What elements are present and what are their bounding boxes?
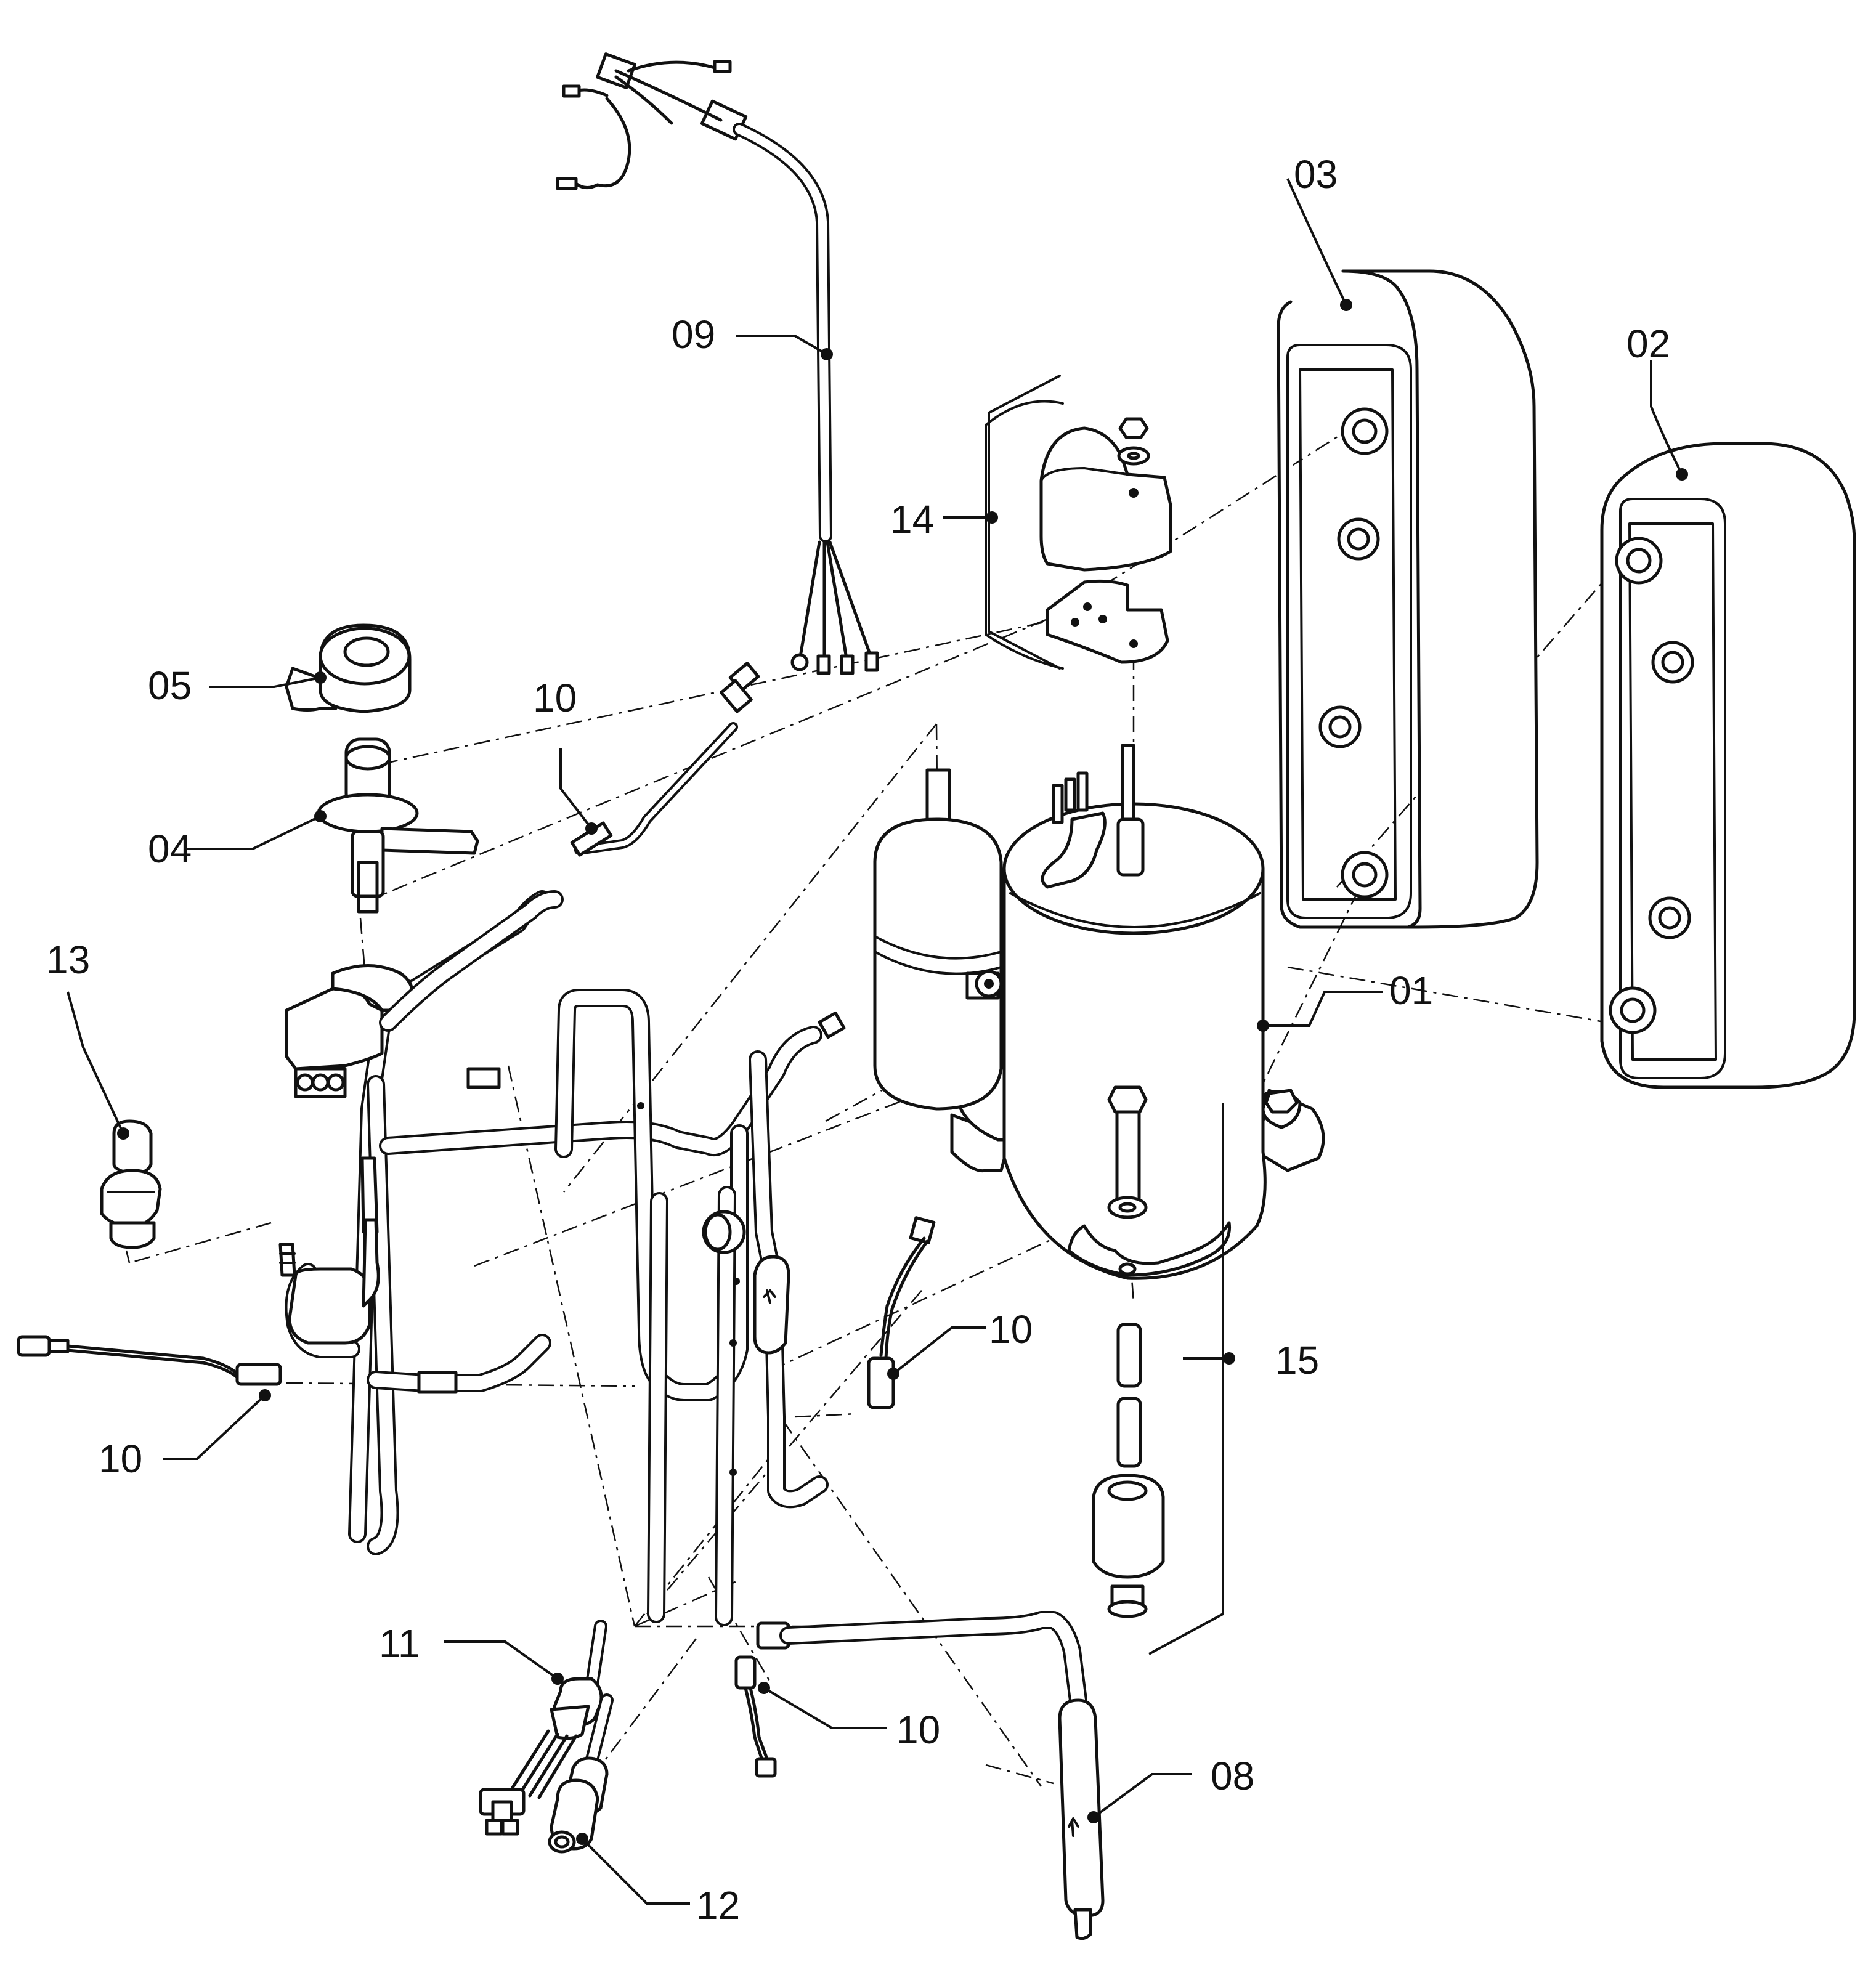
filter-drier: [756, 1611, 1105, 1940]
callout-11: 11: [379, 1621, 420, 1666]
terminal-cover: [985, 400, 1172, 670]
accumulator: [873, 768, 1003, 1111]
service-port: [702, 1210, 746, 1254]
callout-04: 04: [148, 827, 192, 871]
callout-09: 09: [672, 312, 715, 357]
callout-labels: 09 03 02 14 05 10 04 13 01 10 15 10 11 1…: [46, 152, 1670, 1928]
panel-03-studs: [1318, 407, 1389, 899]
temperature-sensor-bottom: [734, 1655, 777, 1778]
schrader-port: [548, 1693, 614, 1854]
leader-dots: [117, 299, 1688, 1845]
solenoid-valve-body: [317, 737, 479, 914]
temperature-sensor-left: [17, 1335, 282, 1386]
insulation-panel-rear: [1277, 269, 1539, 929]
pressure-switch: [100, 1119, 162, 1249]
leader-lines: [67, 178, 1683, 1905]
callout-10-bottom: 10: [896, 1708, 940, 1752]
refrigerant-piping: [278, 890, 846, 1626]
callout-13: 13: [46, 938, 90, 982]
dual-sensor-connector: [479, 1620, 607, 1836]
callout-01: 01: [1389, 968, 1433, 1013]
callout-03: 03: [1294, 152, 1338, 197]
compressor: [950, 744, 1325, 1618]
callout-15: 15: [1275, 1338, 1319, 1382]
callout-02: 02: [1626, 322, 1670, 366]
temperature-sensor-right: [867, 1216, 936, 1409]
callout-05: 05: [148, 663, 192, 708]
callout-14: 14: [890, 497, 934, 541]
solenoid-coil: [285, 623, 412, 713]
callout-10-upper: 10: [533, 676, 577, 720]
callout-08: 08: [1211, 1754, 1254, 1798]
wire-harness: [556, 52, 879, 675]
callout-10-right: 10: [989, 1307, 1033, 1352]
inline-filter: [637, 1102, 790, 1476]
insulation-panel-front: [1600, 442, 1856, 1089]
panel-02-studs: [1609, 537, 1694, 1034]
callout-10-left: 10: [99, 1437, 142, 1481]
temperature-sensor-upper: [379, 662, 760, 1032]
callout-12: 12: [696, 1883, 740, 1928]
